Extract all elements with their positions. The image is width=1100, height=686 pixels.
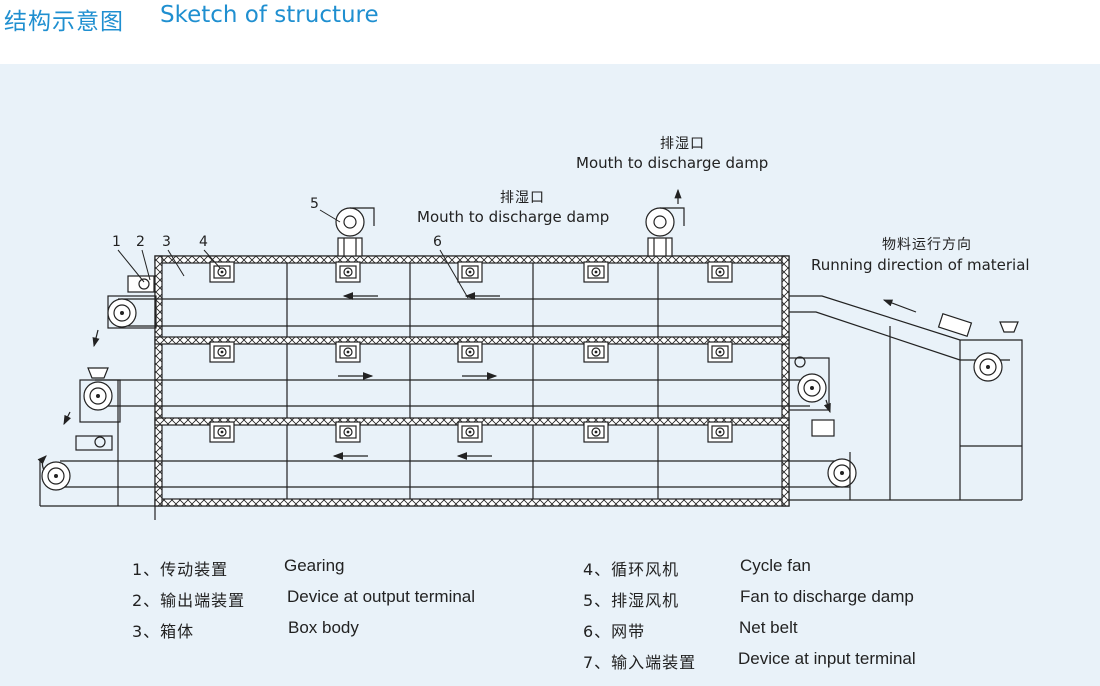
title-english: Sketch of structure [160,2,379,28]
legend-item-6: 6、网带 Net belt [583,618,1003,641]
legend-item-4-en: Cycle fan [740,556,811,575]
discharge-fan-right [645,188,685,257]
cycle-fans [209,261,733,443]
legend-item-4-cn: 4、循环风机 [583,560,680,579]
running-direction-label-en: Running direction of material [811,256,1030,274]
net-belts [60,298,850,488]
legend-item-7-cn: 7、输入端装置 [583,653,697,672]
legend-item-3-en: Box body [288,618,359,637]
callout-1: 1 [112,234,121,250]
legend-item-7: 7、输入端装置 Device at input terminal [583,649,1003,672]
legend-item-7-en: Device at input terminal [738,649,916,668]
discharge-top-label-en: Mouth to discharge damp [576,154,768,172]
legend-item-2: 2、输出端装置 Device at output terminal [132,587,532,610]
discharge-fan-left [335,207,375,257]
legend-item-5: 5、排湿风机 Fan to discharge damp [583,587,1003,610]
callout-3: 3 [162,234,171,250]
legend-item-5-cn: 5、排湿风机 [583,591,680,610]
discharge-top-label-cn: 排湿口 [660,136,705,152]
callout-2: 2 [136,234,145,250]
callout-6: 6 [433,234,442,250]
callout-5: 5 [310,196,319,212]
belt-direction-arrows [332,292,500,460]
legend-item-3-cn: 3、箱体 [132,622,195,641]
discharge-mid-label-en: Mouth to discharge damp [417,208,609,226]
title-bar: 结构示意图 Sketch of structure [0,0,1100,64]
input-terminal-device [788,295,1023,501]
output-terminal-device [37,275,157,520]
box-body [154,255,790,507]
legend-item-1: 1、传动装置 Gearing [132,556,532,579]
legend-item-6-cn: 6、网带 [583,622,646,641]
legend-item-4: 4、循环风机 Cycle fan [583,556,1003,579]
legend-item-2-cn: 2、输出端装置 [132,591,246,610]
discharge-mid-label-cn: 排湿口 [500,190,545,206]
legend-item-6-en: Net belt [739,618,798,637]
running-direction-label-cn: 物料运行方向 [882,237,972,253]
callout-4: 4 [199,234,208,250]
legend-item-1-en: Gearing [284,556,345,575]
legend-item-5-en: Fan to discharge damp [740,587,914,606]
legend-item-1-cn: 1、传动装置 [132,560,229,579]
title-chinese: 结构示意图 [4,9,124,35]
diagram-panel [0,64,1100,686]
callout-leaders [117,209,469,299]
legend-item-2-en: Device at output terminal [287,587,476,606]
legend-item-3: 3、箱体 Box body [132,618,532,641]
